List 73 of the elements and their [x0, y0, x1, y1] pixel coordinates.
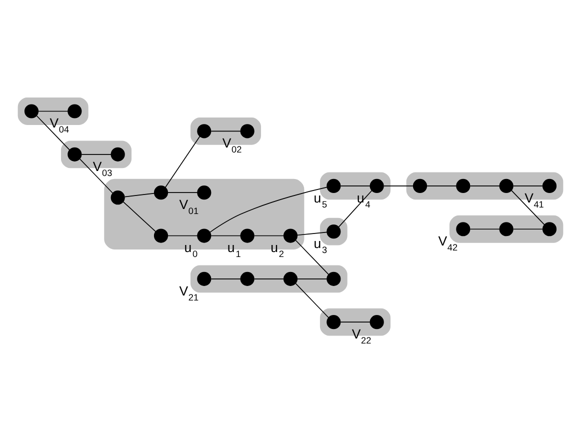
connector — [295, 282, 329, 318]
node-circle — [68, 104, 82, 118]
connector — [124, 192, 155, 197]
node-circle — [326, 271, 341, 286]
node-circle — [68, 146, 82, 161]
connector — [168, 234, 198, 236]
connector — [122, 200, 156, 232]
node-circle — [154, 185, 168, 200]
connector — [210, 130, 242, 132]
connector — [340, 185, 371, 186]
node-circle — [283, 271, 298, 286]
node-circle — [542, 222, 557, 236]
connector — [338, 190, 372, 227]
connector — [164, 135, 200, 188]
connector — [254, 278, 284, 279]
node-circle — [154, 228, 168, 242]
node-label: u$_{4}$ — [356, 190, 370, 209]
node-circle — [240, 124, 254, 138]
node-circle — [542, 178, 557, 192]
node-label: V$_{42}$ — [438, 233, 458, 252]
node-circle — [326, 178, 341, 192]
connector — [383, 185, 414, 186]
node-circle — [499, 222, 514, 236]
node-label: V$_{02}$ — [222, 135, 242, 154]
node-label: u$_{2}$ — [270, 240, 284, 259]
node-circle — [197, 185, 212, 200]
node-circle — [326, 224, 341, 238]
node-circle — [197, 124, 212, 138]
node-label: V$_{41}$ — [524, 190, 544, 209]
node-label: V$_{04}$ — [50, 115, 70, 134]
connector — [295, 239, 329, 274]
node-circle — [499, 178, 514, 192]
node-label: V$_{22}$ — [352, 326, 372, 346]
node-circle — [283, 228, 298, 242]
node-circle — [240, 228, 254, 242]
connector — [210, 278, 242, 279]
cluster — [190, 264, 348, 292]
node-label: V$_{21}$ — [179, 282, 199, 302]
connector — [470, 185, 500, 186]
connector — [426, 185, 457, 186]
connector — [340, 321, 371, 322]
node-circle — [326, 314, 341, 329]
node-label: u$_{0}$ — [184, 240, 198, 259]
cluster — [320, 217, 348, 245]
connector — [36, 114, 70, 150]
connector — [209, 186, 328, 232]
node-label: V$_{03}$ — [92, 158, 112, 178]
connector — [38, 110, 68, 112]
connector — [80, 158, 114, 194]
connector — [297, 231, 328, 236]
node-circle — [456, 222, 470, 236]
node-circle — [110, 146, 125, 161]
node-label: u$_{1}$ — [227, 240, 241, 259]
connector — [254, 234, 284, 236]
node-circle — [412, 178, 428, 192]
node-circle — [370, 314, 384, 329]
node-circle — [24, 104, 39, 118]
node-circle — [197, 271, 212, 286]
connector — [297, 278, 328, 279]
node-label: V$_{01}$ — [179, 196, 199, 216]
connector — [511, 190, 545, 225]
connector — [470, 228, 500, 230]
cluster — [449, 214, 564, 242]
node-circle — [110, 190, 125, 204]
connector — [512, 185, 544, 186]
node-circle — [370, 178, 384, 192]
node-circle — [240, 271, 254, 286]
node-label: u$_{3}$ — [314, 236, 328, 255]
connector — [512, 228, 544, 230]
connector — [210, 234, 242, 236]
node-circle — [456, 178, 470, 192]
node-label: u$_{5}$ — [314, 190, 328, 209]
node-circle — [197, 228, 212, 242]
